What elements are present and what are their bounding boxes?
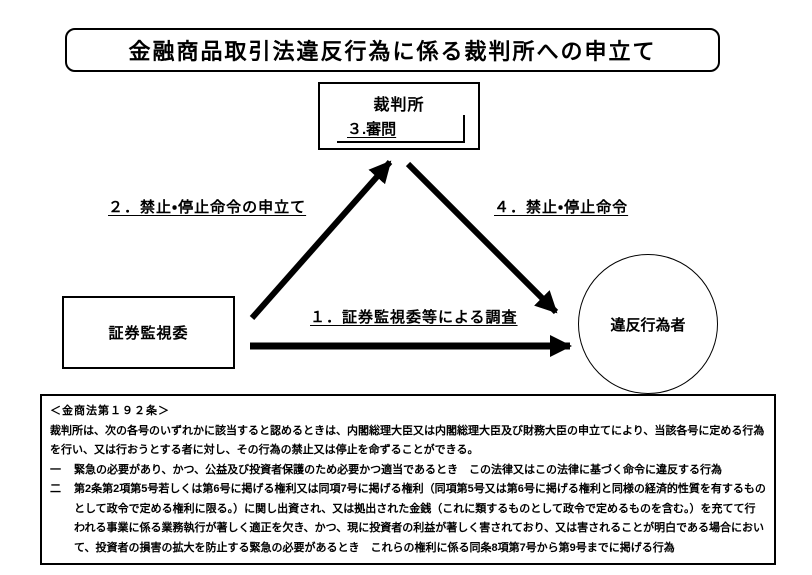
law-item: 一緊急の必要があり、かつ、公益及び投資者保護のため必要かつ適当であるとき この法…: [50, 461, 766, 481]
law-items: 一緊急の必要があり、かつ、公益及び投資者保護のため必要かつ適当であるとき この法…: [50, 461, 766, 559]
law-item: 二 第2条第2項第5号若しくは第6号に掲げる権利又は同項7号に掲げる権利（同項第5…: [50, 480, 766, 558]
investigation-arrow-label: １．証券監視委等による調査: [310, 309, 518, 326]
law-item-number: 二: [50, 483, 61, 495]
order-arrow-label: ４．禁止・停止命令: [494, 199, 629, 216]
court-label: 裁判所: [373, 97, 425, 114]
court-node: 裁判所 ３.審問: [318, 82, 480, 150]
hearing-label: ３.審問: [347, 120, 397, 138]
sesc-node: 証券監視委: [62, 296, 235, 369]
petition-arrow-label: ２．禁止・停止命令の申立て: [108, 199, 307, 216]
diagram-title: 金融商品取引法違反行為に係る裁判所への申立て: [128, 39, 657, 64]
violator-node: 違反行為者: [578, 254, 718, 394]
hearing-subbox: ３.審問: [337, 115, 465, 143]
violator-label: 違反行為者: [610, 316, 686, 334]
law-item-text: 第2条第2項第5号若しくは第6号に掲げる権利又は同項7号に掲げる権利（同項第5号…: [74, 483, 766, 554]
law-item-text: 緊急の必要があり、かつ、公益及び投資者保護のため必要かつ適当であるとき この法律…: [74, 463, 723, 476]
sesc-label: 証券監視委: [108, 325, 189, 342]
law-item-number: 一: [50, 463, 61, 476]
diagram-title-box: 金融商品取引法違反行為に係る裁判所への申立て: [65, 28, 720, 72]
order-arrow: [405, 161, 559, 315]
law-heading: ＜金商法第１９２条＞: [50, 405, 170, 417]
law-reference-box: ＜金商法第１９２条＞ 裁判所は、次の各号のいずれかに該当すると認めるときは、内閣…: [40, 394, 776, 565]
petition-arrow: [249, 160, 393, 320]
law-preamble: 裁判所は、次の各号のいずれかに該当すると認めるときは、内閣総理大臣又は内閣総理大…: [50, 424, 765, 457]
